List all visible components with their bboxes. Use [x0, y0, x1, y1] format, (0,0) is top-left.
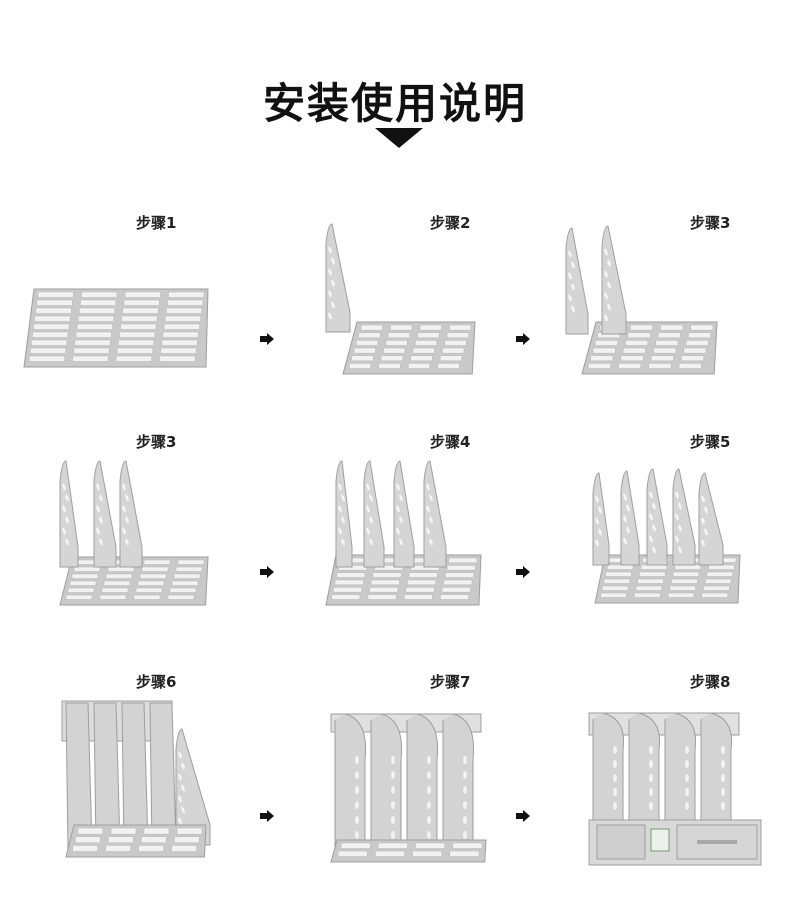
arrow-right-icon: [260, 810, 274, 822]
step-label-8: 步骤8: [690, 673, 731, 691]
step-8-image: [588, 712, 762, 866]
step-3b-image: [59, 460, 209, 606]
arrow-right-icon: [516, 566, 530, 578]
step-label-3: 步骤3: [690, 214, 731, 232]
step-6-image: [61, 700, 211, 858]
page-title: 安装使用说明: [262, 79, 527, 128]
arrow-right-icon: [260, 566, 274, 578]
step-3-image: [565, 225, 718, 375]
step-label-2: 步骤2: [430, 214, 471, 232]
arrow-right-icon: [516, 333, 530, 345]
step-label-4: 步骤4: [430, 433, 471, 451]
arrow-right-icon: [260, 333, 274, 345]
step-label-6: 步骤6: [136, 673, 177, 691]
step-7-image: [330, 713, 487, 863]
step-label-3b: 步骤3: [136, 433, 177, 451]
step-4-image: [325, 460, 482, 606]
step-2-image: [325, 223, 476, 375]
arrow-right-icon: [516, 810, 530, 822]
step-label-7: 步骤7: [430, 673, 471, 691]
triangle-down-icon: [375, 128, 423, 148]
step-1-image: [23, 288, 209, 368]
step-label-1: 步骤1: [136, 214, 177, 232]
step-label-5: 步骤5: [690, 433, 731, 451]
step-5-image: [592, 468, 741, 604]
